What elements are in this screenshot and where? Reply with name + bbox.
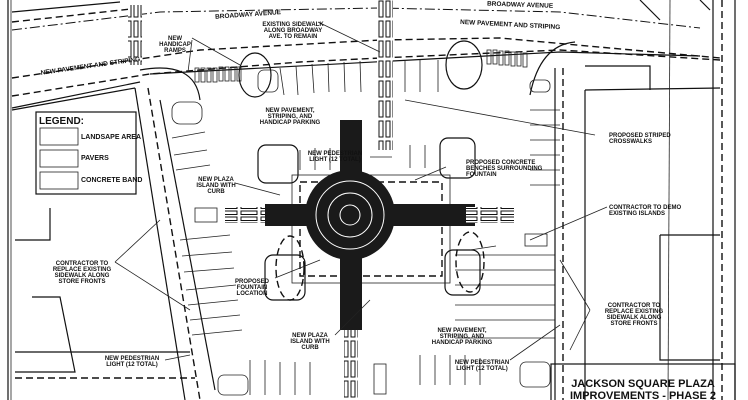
parking-stalls [171, 60, 560, 395]
landscape-island [444, 249, 481, 296]
legend-title: LEGEND: [39, 116, 84, 127]
handicap-ramp [139, 67, 201, 101]
title-line-1: JACKSON SQUARE PLAZA [571, 378, 715, 390]
handicap-ramp [445, 40, 483, 90]
crosswalk [377, 0, 393, 150]
crosswalk [344, 330, 358, 400]
street-label-broadway: BROADWAY AVENUE [215, 9, 282, 21]
right-drive-aisle [554, 0, 723, 400]
fountain [305, 170, 395, 260]
legend-swatch-landscape [39, 127, 79, 146]
plaza [194, 120, 551, 400]
leader-lines [114, 21, 608, 361]
legend-swatch-concrete [39, 171, 79, 190]
street-label-broadway: BROADWAY AVENUE [487, 1, 554, 10]
landscape-island [257, 144, 299, 184]
crosswalk [466, 207, 514, 223]
handicap-ramp [238, 52, 272, 98]
landscape-island [264, 254, 306, 301]
legend-item-pavers: PAVERS [81, 155, 109, 162]
handicap-ramp [529, 41, 576, 96]
title-line-2: IMPROVEMENTS - PHASE 2 [570, 390, 716, 400]
landscape-island [439, 137, 476, 179]
legend-swatch-pavers [39, 149, 79, 168]
concrete-band [291, 174, 451, 284]
legend: LEGEND: LANDSAPE AREA PAVERS CONCRETE BA… [35, 111, 142, 195]
crosswalk [225, 207, 265, 223]
crosswalk-broadway [194, 49, 528, 83]
legend-item-landscape: LANDSAPE AREA [81, 134, 141, 141]
crosswalk [128, 5, 142, 65]
legend-item-concrete: CONCRETE BAND [81, 177, 142, 184]
left-drive-aisle [11, 87, 216, 400]
title-block: JACKSON SQUARE PLAZA IMPROVEMENTS - PHAS… [550, 363, 736, 400]
